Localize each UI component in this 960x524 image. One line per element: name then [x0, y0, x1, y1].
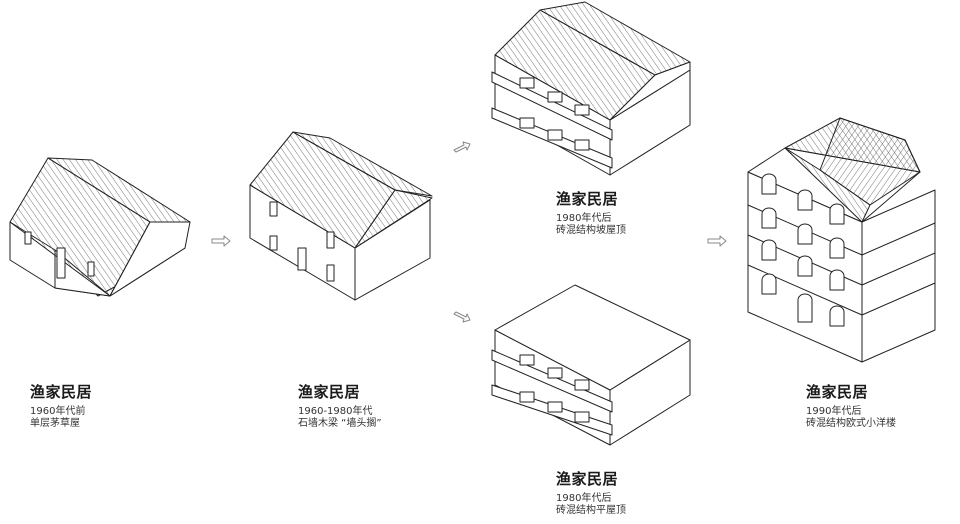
caption-structure: 砖混结构坡屋顶 — [556, 225, 626, 237]
house-stone-wall — [249, 131, 433, 301]
caption-title: 渔家民居 — [30, 383, 93, 401]
caption-title: 渔家民居 — [556, 470, 619, 488]
house-thatched-cottage — [9, 157, 191, 297]
house-european-villa — [747, 117, 936, 363]
caption-1960-1980: 渔家民居 1960-1980年代 石墙木梁 “墙头搁” — [298, 383, 382, 431]
outline-arrow-icon — [211, 235, 231, 247]
caption-1990: 渔家民居 1990年代后 砖混结构欧式小洋楼 — [806, 383, 896, 431]
outline-arrow-icon — [707, 235, 727, 247]
caption-period: 1960-1980年代 — [298, 405, 373, 417]
caption-structure: 石墙木梁 “墙头搁” — [298, 418, 382, 430]
caption-period: 1980年代后 — [556, 492, 612, 504]
caption-period: 1990年代后 — [806, 405, 862, 417]
caption-structure: 单层茅草屋 — [30, 418, 80, 430]
caption-title: 渔家民居 — [556, 190, 619, 208]
house-brick-pitched-roof — [491, 1, 691, 176]
caption-structure: 砖混结构欧式小洋楼 — [806, 418, 896, 430]
caption-period: 1980年代后 — [556, 212, 612, 224]
house-brick-flat-roof — [491, 284, 691, 446]
caption-1980-pitched: 渔家民居 1980年代后 砖混结构坡屋顶 — [556, 190, 626, 238]
outline-arrow-icon — [453, 311, 471, 323]
caption-1960: 渔家民居 1960年代前 单层茅草屋 — [30, 383, 92, 431]
outline-arrow-icon — [453, 141, 471, 153]
caption-1980-flat: 渔家民居 1980年代后 砖混结构平屋顶 — [556, 470, 626, 518]
caption-title: 渔家民居 — [806, 383, 869, 401]
caption-title: 渔家民居 — [298, 383, 361, 401]
caption-period: 1960年代前 — [30, 405, 86, 417]
caption-structure: 砖混结构平屋顶 — [556, 505, 626, 517]
